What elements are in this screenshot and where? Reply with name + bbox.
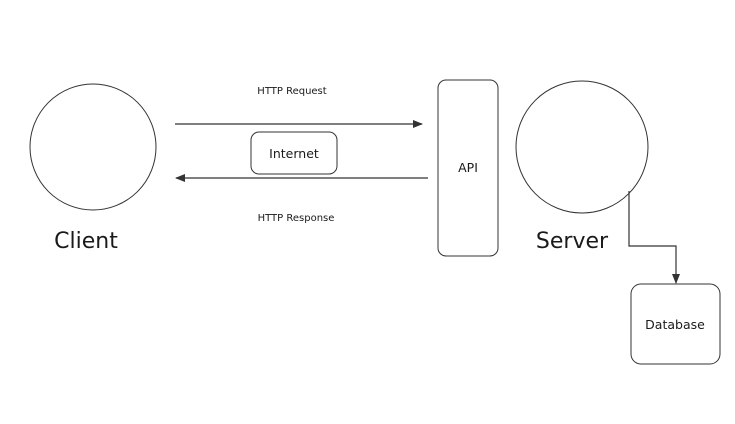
database-node[interactable]: Database [630, 283, 721, 365]
api-box [437, 79, 499, 257]
client-node[interactable] [29, 83, 157, 211]
server-node[interactable] [515, 80, 649, 214]
server-database-connector [628, 191, 680, 284]
server-label: Server [536, 229, 609, 254]
http-request-label: HTTP Request [257, 86, 326, 97]
internet-box [250, 131, 338, 175]
api-node[interactable]: API [437, 79, 499, 257]
database-label: Database [645, 317, 705, 332]
client-circle [29, 83, 157, 211]
internet-label: Internet [269, 146, 319, 161]
internet-node[interactable]: Internet [250, 131, 338, 175]
http-response-label: HTTP Response [258, 213, 335, 224]
api-label: API [458, 160, 478, 175]
database-box [630, 283, 721, 365]
client-label: Client [54, 229, 118, 254]
server-circle [515, 80, 649, 214]
